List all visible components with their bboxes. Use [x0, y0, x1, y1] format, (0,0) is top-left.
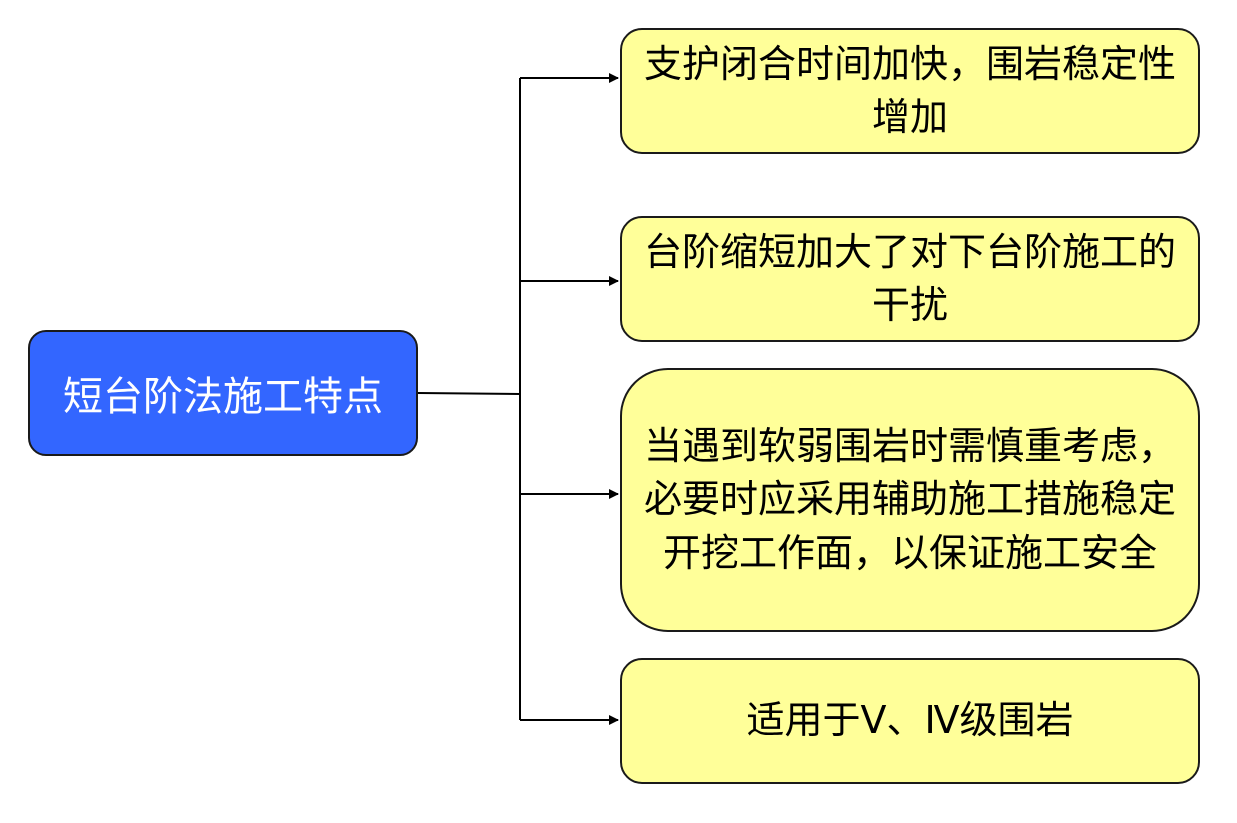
branch-node-3-label: 当遇到软弱围岩时需慎重考虑，必要时应采用辅助施工措施稳定开挖工作面，以保证施工安… — [643, 424, 1176, 575]
branch-node-1-label: 支护闭合时间加快，围岩稳定性增加 — [643, 41, 1176, 139]
branch-node-4-label: 适用于Ⅴ、Ⅳ级围岩 — [746, 698, 1074, 743]
branch-node-3: 当遇到软弱围岩时需慎重考虑，必要时应采用辅助施工措施稳定开挖工作面，以保证施工安… — [620, 368, 1200, 632]
root-connector-line — [417, 392, 521, 395]
root-node: 短台阶法施工特点 — [28, 330, 418, 456]
branch-node-2: 台阶缩短加大了对下台阶施工的干扰 — [620, 216, 1200, 342]
branch-node-1: 支护闭合时间加快，围岩稳定性增加 — [620, 28, 1200, 154]
branch-node-4: 适用于Ⅴ、Ⅳ级围岩 — [620, 658, 1200, 784]
root-node-label: 短台阶法施工特点 — [63, 374, 383, 420]
branch-node-2-label: 台阶缩短加大了对下台阶施工的干扰 — [643, 229, 1176, 327]
